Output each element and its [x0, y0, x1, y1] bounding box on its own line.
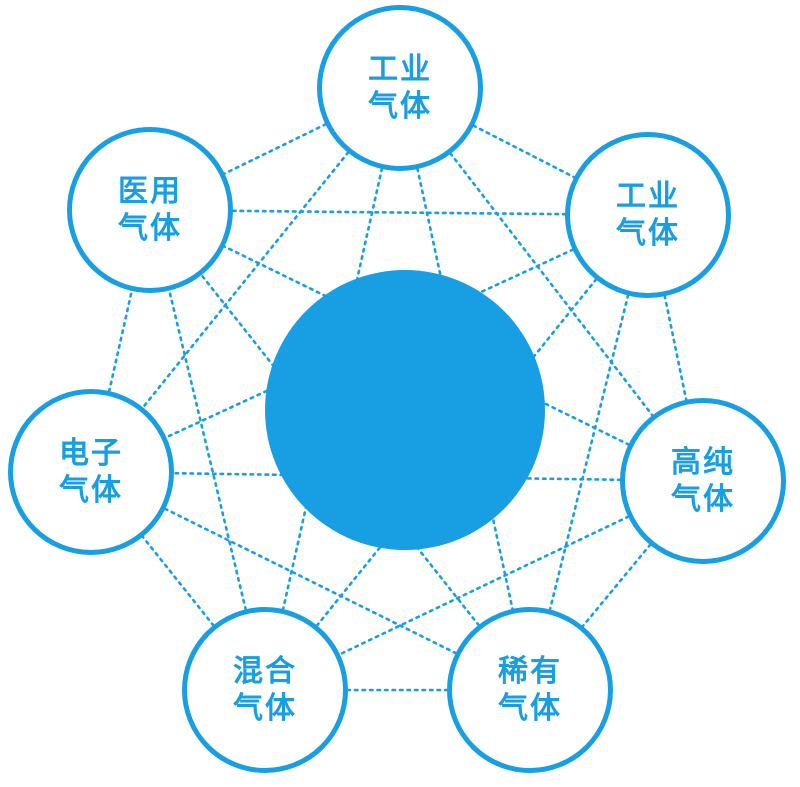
node-industrial-gas-top: 工业 气体 — [317, 5, 483, 171]
node-electronic-gas: 电子 气体 — [8, 389, 174, 555]
node-label: 医用 气体 — [118, 173, 182, 247]
node-label: 稀有 气体 — [498, 653, 562, 727]
node-label: 混合 气体 — [233, 653, 297, 727]
node-medical-gas: 医用 气体 — [67, 127, 233, 293]
node-label: 工业 气体 — [616, 178, 680, 252]
node-rare-gas: 稀有 气体 — [447, 607, 613, 773]
node-label: 高纯 气体 — [671, 444, 735, 518]
node-label: 工业 气体 — [368, 51, 432, 125]
node-mixed-gas: 混合 气体 — [182, 607, 348, 773]
node-industrial-gas-right: 工业 气体 — [565, 132, 731, 298]
center-circle — [265, 270, 545, 550]
node-high-purity-gas: 高纯 气体 — [620, 398, 786, 564]
node-label: 电子 气体 — [59, 435, 123, 509]
